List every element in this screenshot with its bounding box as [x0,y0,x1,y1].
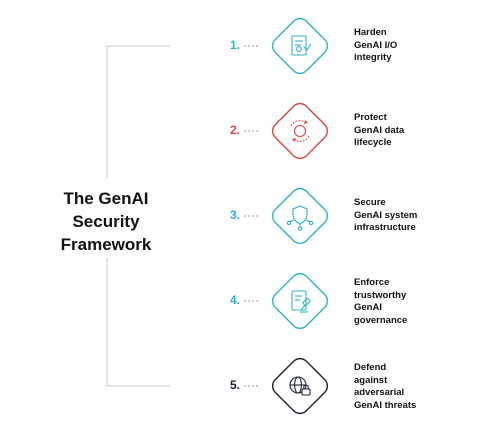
step-1-label-line: GenAI I/O [354,39,398,51]
step-2-diamond [264,95,336,167]
step-2-label: Protect GenAI data lifecycle [354,112,474,150]
step-5-label-line: GenAI threats [354,399,417,411]
step-3-label: Secure GenAI system infrastructure [354,197,474,235]
lifecycle-cycle-icon [290,120,310,142]
step-3-diamond [264,180,336,252]
title-line-1: The GenAI [63,189,149,208]
step-1-label: Harden GenAI I/O integrity [354,27,474,65]
step-5-label-line: against [354,374,388,386]
document-check-icon [291,35,312,56]
step-3-label-line: GenAI system [354,209,418,221]
shield-network-icon [286,205,314,231]
bracket-line-bottom [106,258,171,387]
framework-title: The GenAI Security Framework [38,187,174,256]
step-4-number: 4. [229,293,240,307]
step-4-label: Enforce trustworthy GenAI governance [354,277,474,327]
document-gavel-icon [291,290,311,313]
step-4-label-line: trustworthy [354,289,407,301]
step-1-label-line: Harden [354,27,387,38]
step-1-number: 1. [229,38,240,52]
globe-lock-icon [289,376,311,396]
step-5-diamond [264,350,336,422]
step-3-label-line: Secure [354,197,386,208]
title-line-3: Framework [60,235,152,254]
step-5-number: 5. [229,378,240,392]
step-5-label: Defend against adversarial GenAI threats [354,362,474,412]
step-1-label-line: integrity [354,52,392,63]
step-2-label-line: Protect [354,112,387,123]
title-line-2: Security [72,212,140,231]
step-1-diamond [264,10,336,82]
step-2-label-line: GenAI data [354,124,405,136]
step-4-diamond [264,265,336,337]
step-3-label-line: infrastructure [354,222,416,233]
step-5-label-line: Defend [354,362,387,373]
step-2-label-line: lifecycle [354,137,392,148]
step-4-label-line: GenAI [354,302,382,313]
step-2-number: 2. [229,123,240,137]
step-4-label-line: governance [354,314,408,326]
bracket-line-top [106,45,171,178]
step-3-number: 3. [229,208,240,222]
step-5-label-line: adversarial [354,387,405,398]
step-4-label-line: Enforce [354,277,390,288]
